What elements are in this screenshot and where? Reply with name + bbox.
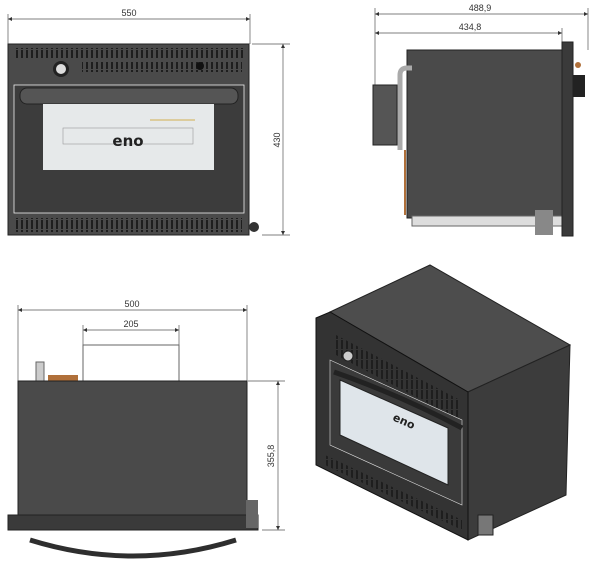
isometric-view: eno xyxy=(315,264,572,541)
brand-logo: eno xyxy=(112,132,143,150)
top-width-label: 500 xyxy=(124,299,139,309)
top-box-width-label: 205 xyxy=(123,319,138,329)
door-handle xyxy=(19,87,239,105)
front-width-label: 550 xyxy=(121,8,136,18)
control-knob-icon xyxy=(56,64,66,74)
front-height-label: 430 xyxy=(272,132,282,147)
side-depth-body-label: 434,8 xyxy=(459,22,482,32)
top-view: 500 205 355,8 xyxy=(7,299,285,559)
side-depth-total-label: 488,9 xyxy=(469,3,492,13)
top-depth-label: 355,8 xyxy=(266,445,276,468)
side-view: 488,9 434,8 xyxy=(372,3,589,237)
front-view: 550 430 eno xyxy=(7,8,290,236)
